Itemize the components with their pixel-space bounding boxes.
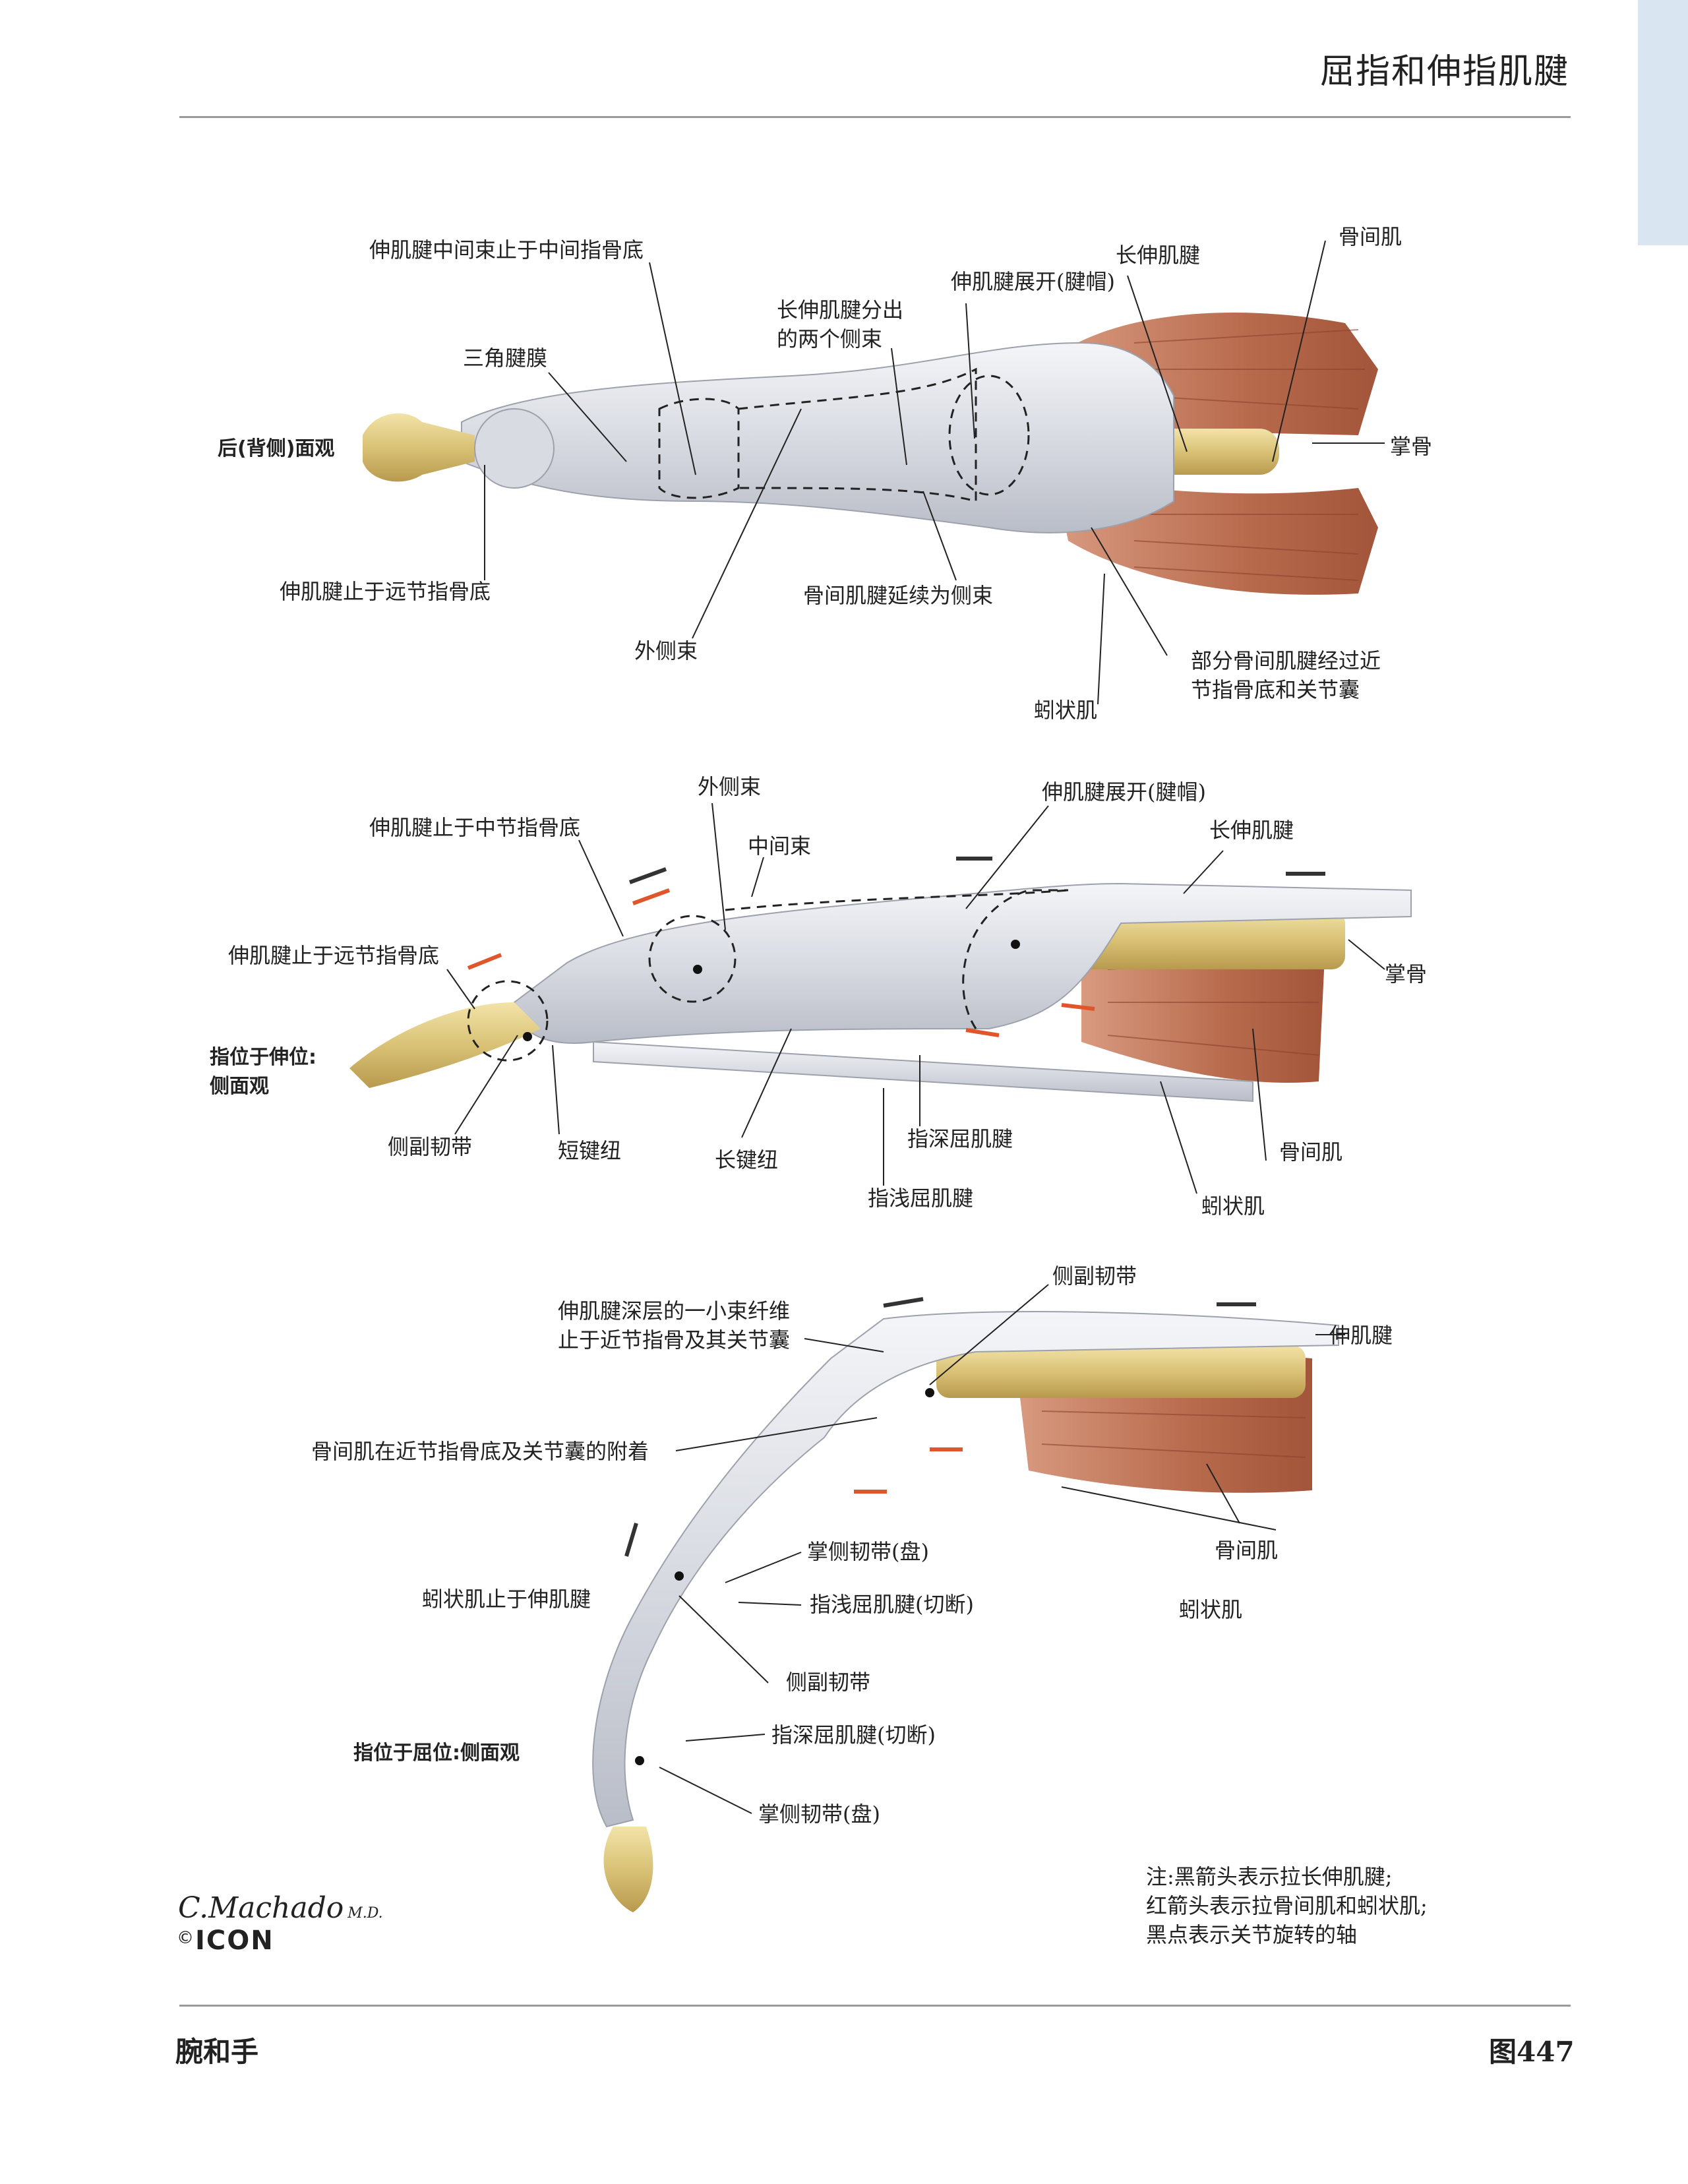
extended-view-label: 指位于伸位: 侧面观 — [210, 1046, 316, 1098]
figure-number: 图447 — [1489, 2036, 1575, 2068]
label-interossei: 骨间肌 — [1339, 224, 1402, 249]
dorsal-view-label: 后(背侧)面观 — [218, 437, 335, 460]
label-flex-deep-fibers: 伸肌腱深层的一小束纤维 止于近节指骨及其关节囊 — [558, 1298, 791, 1352]
label-ext-distal-insertion: 伸肌腱止于远节指骨底 — [228, 943, 440, 968]
label-partial-interosseous: 部分骨间肌腱经过近 节指骨底和关节囊 — [1191, 648, 1381, 702]
label-flex-interosseous-attach: 骨间肌在近节指骨底及关节囊的附着 — [311, 1439, 649, 1464]
label-ext-extensor-expansion: 伸肌腱展开(腱帽) — [1042, 779, 1206, 804]
label-metacarpal: 掌骨 — [1390, 434, 1433, 459]
label-central-slip: 伸肌腱中间束止于中间指骨底 — [369, 237, 644, 262]
section-title: 腕和手 — [175, 2036, 259, 2068]
label-ext-metacarpal: 掌骨 — [1385, 961, 1428, 986]
label-distal-insertion: 伸肌腱止于远节指骨底 — [280, 579, 491, 604]
label-flex-palmar-plate-2: 掌侧韧带(盘) — [758, 1802, 880, 1827]
label-lateral-band: 外侧束 — [634, 638, 698, 663]
label-flex-lumbrical-insert: 蚓状肌止于伸肌腱 — [422, 1587, 591, 1612]
label-ext-interossei: 骨间肌 — [1279, 1139, 1343, 1165]
label-flex-lumbrical: 蚓状肌 — [1179, 1597, 1243, 1622]
label-flex-fds-cut: 指浅屈肌腱(切断) — [810, 1592, 974, 1617]
label-ext-long-extensor: 长伸肌腱 — [1209, 818, 1294, 843]
label-flex-interossei: 骨间肌 — [1215, 1538, 1279, 1563]
copyright-mark: © — [177, 1928, 194, 1948]
label-ext-lumbrical: 蚓状肌 — [1201, 1194, 1265, 1219]
label-long-extensor: 长伸肌腱 — [1116, 243, 1201, 268]
label-flex-collateral-top: 侧副韧带 — [1052, 1263, 1137, 1289]
label-long-extensor-split: 长伸肌腱分出 的两个侧束 — [777, 297, 904, 351]
page-title: 屈指和伸指肌腱 — [1319, 52, 1569, 92]
flexed-view-drawing — [592, 1297, 1339, 1912]
label-ext-fdp: 指深屈肌腱 — [907, 1126, 1013, 1151]
label-ext-fds: 指浅屈肌腱 — [868, 1186, 974, 1211]
header-rule — [179, 116, 1571, 118]
brand-logo: ICON — [195, 1926, 274, 1956]
label-ext-middle-insertion: 伸肌腱止于中节指骨底 — [369, 815, 581, 840]
flexed-view-label: 指位于屈位:侧面观 — [353, 1742, 520, 1765]
label-ext-lateral-band: 外侧束 — [698, 774, 762, 799]
label-ext-central-band: 中间束 — [748, 834, 812, 859]
legend-note: 注:黑箭头表示拉长伸肌腱; 红箭头表示拉骨间肌和蚓状肌; 黑点表示关节旋转的轴 — [1146, 1864, 1428, 1947]
label-ext-short-vinculum: 短键纽 — [558, 1138, 622, 1163]
extended-view-drawing — [349, 857, 1412, 1103]
label-flex-palmar-plate-1: 掌侧韧带(盘) — [807, 1539, 929, 1564]
label-ext-collateral: 侧副韧带 — [388, 1134, 473, 1159]
leader-lines — [446, 240, 1385, 1814]
label-ext-long-vinculum: 长键纽 — [715, 1147, 779, 1172]
label-flex-fdp-cut: 指深屈肌腱(切断) — [771, 1722, 936, 1747]
label-flex-collateral: 侧副韧带 — [786, 1670, 871, 1695]
label-lumbrical: 蚓状肌 — [1034, 698, 1098, 723]
label-extensor-expansion: 伸肌腱展开(腱帽) — [951, 269, 1115, 294]
footer-rule — [179, 2005, 1571, 2007]
label-interosseous-continue: 骨间肌腱延续为侧束 — [803, 583, 994, 608]
chapter-tab — [1638, 0, 1688, 245]
label-triangular-lamina: 三角腱膜 — [463, 346, 548, 371]
label-flex-extensor: 伸肌腱 — [1329, 1323, 1393, 1348]
dorsal-view-drawing — [363, 313, 1378, 595]
